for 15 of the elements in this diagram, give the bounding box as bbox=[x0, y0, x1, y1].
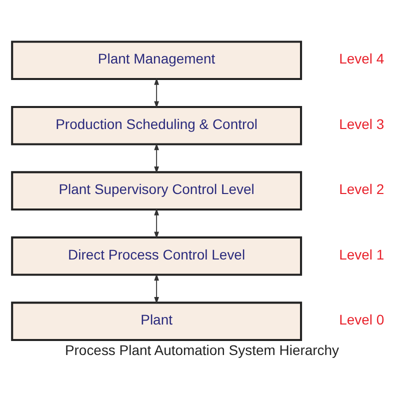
node-box: Direct Process Control Level bbox=[11, 236, 302, 276]
arrow bbox=[154, 142, 160, 173]
node-box: Plant Supervisory Control Level bbox=[11, 170, 302, 210]
arrow bbox=[154, 77, 160, 108]
node-box: Plant bbox=[11, 301, 302, 340]
node-label: Level 0 bbox=[339, 311, 384, 328]
arrow bbox=[154, 208, 160, 238]
node-box: Plant Management bbox=[11, 40, 302, 80]
node-label: Level 2 bbox=[339, 180, 384, 197]
caption: Process Plant Automation System Hierarchy bbox=[64, 341, 340, 358]
arrow bbox=[154, 273, 160, 304]
node-box: Production Scheduling & Control bbox=[11, 105, 302, 145]
node-label: Level 1 bbox=[339, 246, 384, 262]
node-label: Level 4 bbox=[339, 50, 384, 66]
node-label: Level 3 bbox=[339, 115, 384, 132]
